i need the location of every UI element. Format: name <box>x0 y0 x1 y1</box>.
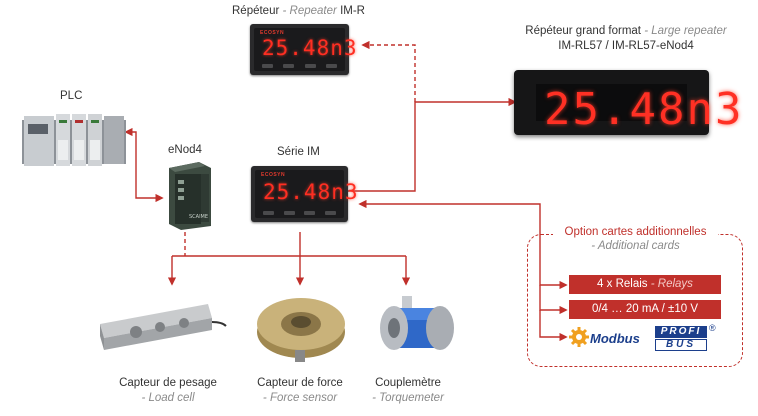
repeater-im-r-meter: ECOSYN 25.48n3 <box>250 24 357 75</box>
analog-output-card: 0/4 … 20 mA / ±10 V <box>569 300 721 319</box>
repeater-dashed-link <box>361 40 416 102</box>
options-fieldbus-link <box>539 310 568 342</box>
large-repeater-display: 25.48n3 <box>514 70 741 135</box>
serieim-large-repeater-link <box>347 97 517 192</box>
plc-enod4-link <box>124 127 164 203</box>
meter-key <box>263 211 274 215</box>
svg-text:SCAIME: SCAIME <box>189 214 208 220</box>
sensor-label-load-cell: Capteur de pesage - Load cell <box>119 377 217 404</box>
enod4-label: eNod4 <box>168 144 202 156</box>
plc-label: PLC <box>60 90 83 102</box>
meter-key <box>283 64 295 68</box>
modbus-logo: Modbus <box>590 331 640 346</box>
fieldbus-logos: Modbus PROFI BUS ® <box>569 323 729 355</box>
meter-key <box>304 64 316 68</box>
serie-im-meter: ECOSYN 25.48n3 <box>251 166 358 222</box>
options-serieim-link <box>358 199 541 234</box>
load-cell-icon <box>100 304 227 350</box>
meter-key <box>324 211 336 215</box>
large-repeater-label: Répéteur grand format - Large repeater I… <box>525 25 727 52</box>
repeater-label: Répéteur - Repeater IM-R <box>232 5 365 17</box>
serie-im-label: Série IM <box>277 146 320 158</box>
enod4-device-icon: SCAIME <box>169 162 211 230</box>
options-title: Option cartes additionnelles - Additiona… <box>553 225 718 253</box>
meter-key <box>283 211 295 215</box>
relays-card: 4 x Relais - Relays <box>569 275 721 294</box>
meter-key <box>262 64 273 68</box>
meter-key <box>325 64 337 68</box>
sensor-label-torquemeter: Couplemètre - Torquemeter <box>372 377 444 404</box>
meter-key <box>304 211 316 215</box>
large-repeater-digits: 25.48n3 <box>544 84 744 135</box>
plc-icon <box>22 114 126 166</box>
registered-mark: ® <box>709 323 716 333</box>
force-sensor-icon <box>257 298 345 362</box>
sensor-label-force-sensor: Capteur de force - Force sensor <box>257 377 343 404</box>
torquemeter-icon <box>380 296 454 350</box>
modbus-gear-icon <box>569 327 589 347</box>
serie-im-display: 25.48n3 <box>263 180 359 204</box>
profibus-logo: PROFI BUS <box>655 326 707 351</box>
repeater-display: 25.48n3 <box>262 36 358 60</box>
